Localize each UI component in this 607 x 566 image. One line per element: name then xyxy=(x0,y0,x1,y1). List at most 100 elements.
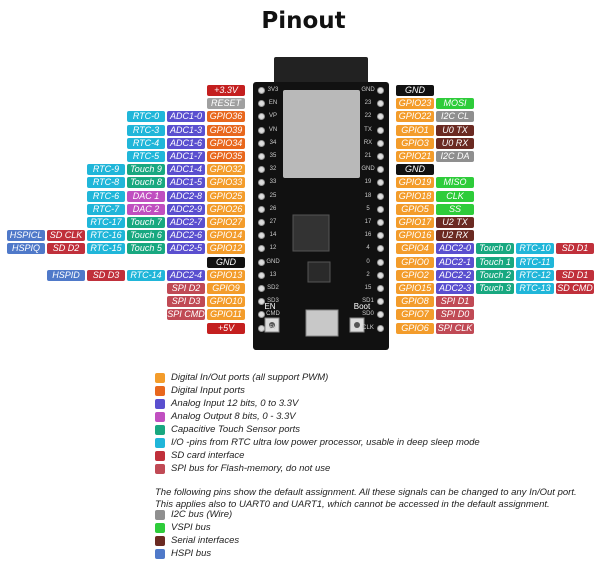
silk-right-7: 19 xyxy=(364,179,372,186)
header-pin-right-4 xyxy=(377,139,384,147)
pin-label-left-12-3: Touch 5 xyxy=(127,243,165,255)
pin-label-left-8-3: GPIO25 xyxy=(207,190,245,202)
header-pin-left-13 xyxy=(258,258,265,266)
pin-label-left-15-0: SPI D2 xyxy=(167,283,205,294)
pin-label-right-12-1: ADC2-0 xyxy=(436,243,474,255)
silk-left-1: EN xyxy=(268,100,278,107)
pin-label-right-2-1: I2C CL xyxy=(436,111,474,123)
pin-label-right-4-0: GPIO3 xyxy=(396,137,434,149)
legend-text-2: Analog Input 12 bits, 0 to 3.3V xyxy=(171,398,299,409)
header-pin-right-9 xyxy=(377,205,384,213)
silk-left-11: 14 xyxy=(269,232,277,239)
pin-label-left-4-1: ADC1-6 xyxy=(167,137,205,149)
header-pin-right-3 xyxy=(377,126,384,134)
pin-label-right-15-0: GPIO15 xyxy=(396,283,434,294)
header-pin-left-17 xyxy=(258,311,265,319)
pin-label-right-15-3: RTC-13 xyxy=(516,283,554,294)
header-pin-right-18 xyxy=(377,324,384,332)
pin-label-left-0-0: +3.3V xyxy=(207,85,245,96)
header-pin-left-2 xyxy=(258,113,265,121)
header-pin-right-2 xyxy=(377,113,384,121)
pin-label-right-9-0: GPIO5 xyxy=(396,203,434,215)
silk-left-8: 25 xyxy=(269,192,277,199)
page-title: Pinout xyxy=(261,8,346,34)
pin-label-left-16-1: GPIO10 xyxy=(207,296,245,308)
en-button-label: EN xyxy=(264,302,276,311)
pin-label-right-15-1: ADC2-3 xyxy=(436,283,474,294)
header-pin-left-9 xyxy=(258,205,265,213)
pin-label-left-8-2: ADC2-8 xyxy=(167,190,205,202)
pin-label-left-1-0: RESET xyxy=(207,98,245,110)
pin-label-left-10-3: GPIO27 xyxy=(207,217,245,228)
pin-label-right-8-1: CLK xyxy=(436,190,474,202)
pin-label-left-12-4: ADC2-5 xyxy=(167,243,205,255)
silk-right-18: CLK xyxy=(362,324,374,331)
pin-label-right-4-1: U0 RX xyxy=(436,137,474,149)
bus-legend-text-3: HSPI bus xyxy=(171,548,212,559)
header-pin-right-8 xyxy=(377,192,384,200)
pin-label-right-14-4: SD D1 xyxy=(556,269,594,281)
silk-left-15: SD2 xyxy=(267,285,279,291)
silk-right-17: SD0 xyxy=(362,311,374,318)
pin-label-right-10-0: GPIO17 xyxy=(396,217,434,228)
bus-legend-text-2: Serial interfaces xyxy=(171,535,240,546)
pin-label-left-5-0: RTC-5 xyxy=(127,151,165,162)
pin-label-right-14-2: Touch 2 xyxy=(476,269,514,281)
header-pin-left-10 xyxy=(258,219,265,226)
pin-label-right-11-0: GPIO16 xyxy=(396,230,434,242)
pin-label-right-18-0: GPIO6 xyxy=(396,322,434,334)
bus-legend-swatch-0 xyxy=(155,510,165,520)
silk-right-1: 23 xyxy=(364,100,372,107)
header-pin-left-4 xyxy=(258,139,265,147)
header-pin-left-7 xyxy=(258,179,265,187)
pin-label-left-14-4: GPIO13 xyxy=(207,269,245,281)
pin-label-left-3-2: GPIO39 xyxy=(207,124,245,136)
pin-label-right-17-0: GPIO7 xyxy=(396,309,434,321)
header-pin-left-16 xyxy=(258,298,265,306)
header-pin-left-3 xyxy=(258,126,265,134)
pin-label-left-8-1: DAC 1 xyxy=(127,190,165,202)
silk-left-4: 34 xyxy=(269,139,277,146)
header-pin-right-1 xyxy=(377,100,384,108)
bus-legend-swatch-2 xyxy=(155,536,165,546)
header-pin-right-15 xyxy=(377,285,384,292)
boot-button-label: Boot xyxy=(353,302,371,311)
pin-label-left-9-1: DAC 2 xyxy=(127,203,165,215)
pin-label-right-1-0: GPIO23 xyxy=(396,98,434,110)
header-pin-right-13 xyxy=(377,258,384,266)
bus-legend-text-0: I2C bus (Wire) xyxy=(171,509,233,520)
legend-swatch-0 xyxy=(155,373,165,383)
pin-label-left-7-0: RTC-8 xyxy=(87,177,125,189)
pin-label-right-14-0: GPIO2 xyxy=(396,269,434,281)
silk-right-11: 16 xyxy=(364,232,372,239)
pin-label-left-13-0: GND xyxy=(207,256,245,268)
pin-label-right-9-1: SS xyxy=(436,203,474,215)
header-pin-right-16 xyxy=(377,298,384,306)
pin-label-left-14-3: ADC2-4 xyxy=(167,269,205,281)
pin-label-right-12-2: Touch 0 xyxy=(476,243,514,255)
legend-text-3: Analog Output 8 bits, 0 - 3.3V xyxy=(171,411,296,422)
silk-left-12: 12 xyxy=(269,245,277,252)
pin-label-left-14-0: HSPID xyxy=(47,269,85,281)
pin-label-right-14-3: RTC-12 xyxy=(516,269,554,281)
header-pin-left-14 xyxy=(258,271,265,279)
bus-legend-swatch-1 xyxy=(155,523,165,533)
silk-left-5: 35 xyxy=(269,153,277,159)
pin-label-left-6-1: Touch 9 xyxy=(127,164,165,176)
pin-label-right-13-2: Touch 1 xyxy=(476,256,514,268)
pin-label-left-2-0: RTC-0 xyxy=(127,111,165,123)
pin-label-left-4-2: GPIO34 xyxy=(207,137,245,149)
header-pin-right-7 xyxy=(377,179,384,187)
silk-left-16: SD3 xyxy=(267,298,279,305)
pin-label-right-8-0: GPIO18 xyxy=(396,190,434,202)
silk-right-2: 22 xyxy=(364,113,372,120)
header-pin-left-8 xyxy=(258,192,265,200)
silk-right-15: 15 xyxy=(364,285,372,291)
pin-label-right-13-0: GPIO0 xyxy=(396,256,434,268)
header-pin-left-1 xyxy=(258,100,265,108)
pin-label-right-7-0: GPIO19 xyxy=(396,177,434,189)
legend-text-7: SPI bus for Flash-memory, do not use xyxy=(171,463,331,474)
silk-right-9: 5 xyxy=(366,205,370,212)
legend-swatch-2 xyxy=(155,399,165,409)
legend-text-4: Capacitive Touch Sensor ports xyxy=(171,424,301,435)
